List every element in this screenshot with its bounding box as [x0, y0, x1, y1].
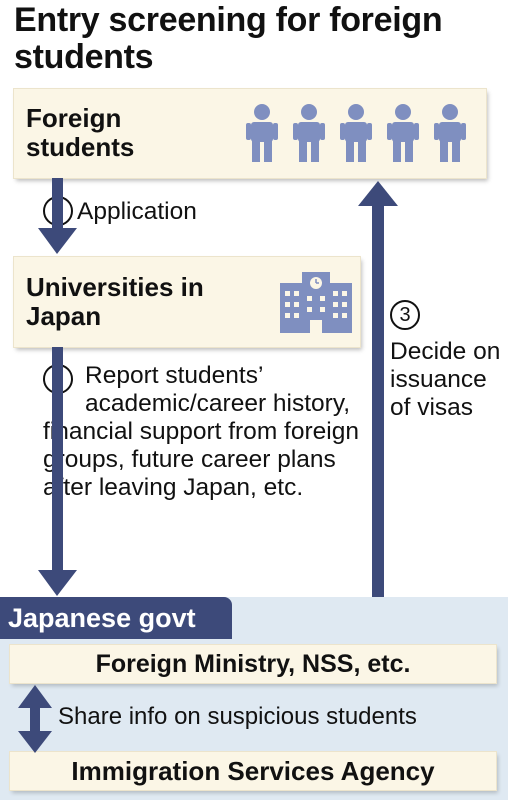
person-icon — [293, 104, 325, 162]
foreign-ministry-box: Foreign Ministry, NSS, etc. — [10, 645, 496, 683]
person-icon — [340, 104, 372, 162]
share-info-text: Share info on suspicious students — [58, 703, 417, 730]
step-3-number: 3 — [390, 300, 420, 330]
foreign-students-label: Foreign students — [26, 103, 135, 162]
step-2-label: Report students’ academic/career history… — [43, 362, 359, 501]
building-icon — [280, 272, 352, 333]
step-3-text: 3 Decide on issuance of visas — [390, 300, 506, 422]
person-icon — [434, 104, 466, 162]
person-icon — [246, 104, 278, 162]
immigration-agency-box: Immigration Services Agency — [10, 752, 496, 790]
share-info-arrow — [18, 685, 52, 753]
step-1-label: Application — [77, 198, 197, 225]
government-tab: Japanese govt — [0, 597, 232, 639]
step-3-label: Decide on issuance of visas — [390, 338, 501, 421]
person-icon — [387, 104, 419, 162]
universities-label: Universities in Japan — [26, 272, 204, 331]
application-arrow — [38, 178, 77, 254]
step-2-text: 2Report students’ academic/career histor… — [43, 362, 373, 502]
diagram-title: Entry screening for foreign students — [14, 1, 443, 76]
visa-decision-arrow — [358, 181, 398, 597]
report-arrow — [38, 347, 77, 596]
